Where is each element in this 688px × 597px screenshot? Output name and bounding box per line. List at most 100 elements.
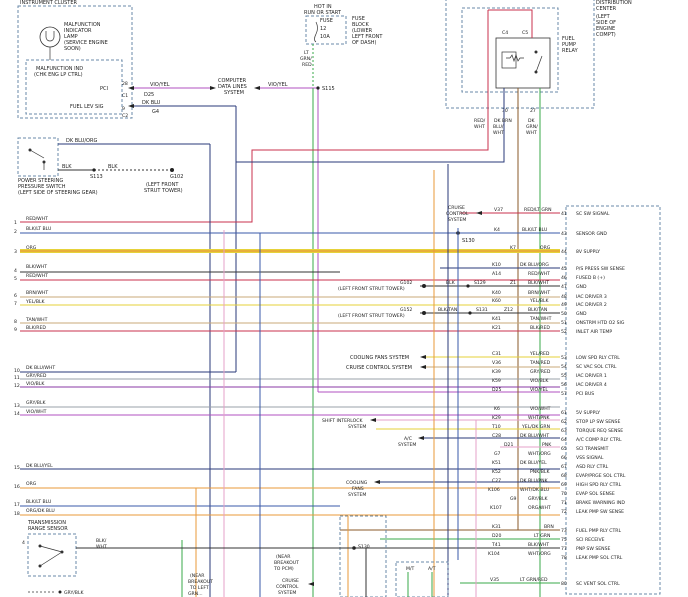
row-wire-label: WHT/PNK	[528, 415, 551, 421]
row-code: K21	[492, 325, 501, 331]
label-dk-blu: DK BLU	[142, 100, 161, 106]
label-lt-grn-2: GRN/	[300, 56, 312, 62]
left-wire-num: 14	[14, 411, 20, 417]
row-code: K60	[492, 298, 501, 304]
row-pin: 54	[561, 364, 567, 370]
row-code: K59	[492, 378, 501, 384]
row-code: Z1	[510, 280, 516, 286]
label-dk-blu-wht-2: BLU/	[493, 124, 504, 130]
label-g152-2: (LEFT FRONT STRUT TOWER)	[338, 313, 405, 319]
arrow-to-cdl	[210, 86, 216, 90]
ps-switch-box	[17, 137, 59, 177]
row-code: D20	[492, 533, 501, 539]
near-breakout-2-3: TO LEFT	[189, 585, 209, 591]
ps-label-3: (LEFT SIDE OF STEERING GEAR)	[18, 190, 98, 196]
row-wire-label: RED/LT GRN	[524, 207, 552, 213]
row-pin: 77	[561, 546, 567, 552]
trs-label-1: TRANSMISSION	[27, 520, 66, 526]
row-pin: 44	[561, 249, 567, 255]
left-wire-num: 6	[14, 293, 17, 299]
left-wire-num: 17	[14, 502, 20, 508]
row-desc: SENSOR GND	[576, 231, 607, 237]
left-wire-label: TAN/WHT	[25, 317, 48, 323]
fuse-block-2: BLOCK	[352, 22, 369, 28]
left-wire-label: RED/WHT	[26, 273, 48, 279]
label-g152-1: G152	[400, 307, 412, 313]
row-wire-label: BRN/WHT	[528, 290, 550, 296]
cruise-control-1-b: CONTROL	[446, 211, 469, 217]
row-code: V37	[494, 207, 503, 213]
row-wire-label: PNK	[542, 442, 552, 448]
row-desc: SC SW SIGNAL	[576, 211, 610, 217]
fuel-lev-sig-label: FUEL LEV SIG	[70, 104, 104, 110]
left-wire-num: 11	[14, 375, 20, 381]
row-pin: 55	[561, 373, 567, 379]
circuit-rows: V37 RED/LT GRN 41 SC SW SIGNAL K4 BLK/LT…	[340, 207, 626, 587]
pdc-pin-c4: C4	[502, 30, 508, 36]
row-desc: 5V SUPPLY	[576, 410, 600, 416]
pdc-label-1: DISTRIBUTION	[596, 0, 632, 6]
row-desc: P/S PRESS SW SENSE	[576, 266, 625, 272]
row-code: T10	[491, 424, 501, 430]
cruise-1-arrow	[476, 211, 482, 215]
left-wire-label: ORG	[26, 481, 37, 487]
wire-dk-blu-wht-pdc	[236, 88, 505, 163]
row-pin: 41	[561, 211, 567, 217]
near-breakout-2-4: GRN...	[188, 591, 203, 597]
row-code: D25	[492, 387, 501, 393]
row-code: D21	[504, 442, 513, 448]
left-wire-label: RED/WHT	[26, 216, 48, 222]
row-wire-label: TAN/WHT	[529, 316, 552, 322]
left-wire-label: BLK/LT BLU	[26, 499, 51, 505]
left-wire-label: VIO/WHT	[26, 409, 47, 415]
cooling-fans-arrow	[420, 355, 426, 359]
left-wire-num: 7	[14, 301, 17, 307]
left-wire-num: 16	[14, 484, 20, 490]
row-wire-label: BLK/TAN	[528, 307, 547, 313]
trs-label-2: RANGE SENSOR	[28, 526, 68, 532]
label-vio-yel-2: VIO/YEL	[268, 82, 288, 88]
pdc-label-4: SIDE OF	[596, 20, 616, 26]
label-dk-grn-wht-2: GRN/	[526, 124, 538, 130]
relay-label-1: FUEL	[562, 36, 575, 42]
pcm-connector-box	[565, 205, 661, 595]
row-desc: SC VAC SOL CTRL	[576, 364, 617, 370]
left-wire-label: DK BLU/WHT	[26, 365, 55, 371]
row-pin: 48	[561, 294, 567, 300]
row-desc: EVAP SOL SENSE	[576, 491, 615, 497]
splice-s129	[466, 284, 470, 288]
ps-label-2: PRESSURE SWITCH	[18, 184, 66, 190]
shift-interlock-arrow	[370, 418, 376, 422]
row-desc: LEAK PMP SOL CTRL	[576, 555, 623, 561]
label-g102-3: STRUT TOWER)	[144, 188, 183, 194]
row-wire-label: PNK/BLK	[530, 469, 550, 475]
label-g102-row-1: G102	[400, 280, 412, 286]
ic-pin-c2: C2	[122, 113, 128, 119]
splice-s113	[92, 168, 96, 172]
ps-label-1: POWER STEERING	[18, 178, 63, 184]
row-code: K7	[510, 245, 516, 251]
row-wire-label: GRY/RED	[530, 369, 551, 375]
left-wire-label: BLK/LT BLU	[26, 226, 51, 232]
label-dk-blu-wht-1: DK	[494, 118, 502, 124]
cruise-control-1-a: CRUISE	[448, 205, 465, 211]
row-pin: 65	[561, 446, 567, 452]
pdc-label-6: COMPT)	[596, 32, 616, 38]
row-desc: IAC DRIVER 4	[576, 382, 607, 388]
row-wire-label: LT GRN	[534, 533, 550, 539]
row-code: Z12	[504, 307, 513, 313]
trs-blk-wht-1: BLK/	[96, 538, 107, 544]
shift-interlock-2: SYSTEM	[348, 424, 366, 430]
row-desc: GND	[576, 311, 587, 317]
relay-box	[495, 37, 551, 89]
splice-s131	[468, 311, 472, 315]
row-desc: IAC DRIVER 1	[576, 373, 607, 379]
left-wire-label: DK BLU/YEL	[26, 463, 53, 469]
row-desc: PNP SW SENSE	[576, 546, 611, 552]
row-desc: A/C COMP RLY CTRL	[576, 437, 622, 443]
row-desc: STOP LP SW SENSE	[576, 419, 620, 425]
cdl-label-3: SYSTEM	[224, 90, 244, 96]
row-code: K107	[490, 505, 502, 511]
row-desc: TORQUE REQ SENSE	[575, 428, 623, 434]
fuse-hot-2: RUN OR START	[304, 10, 342, 16]
